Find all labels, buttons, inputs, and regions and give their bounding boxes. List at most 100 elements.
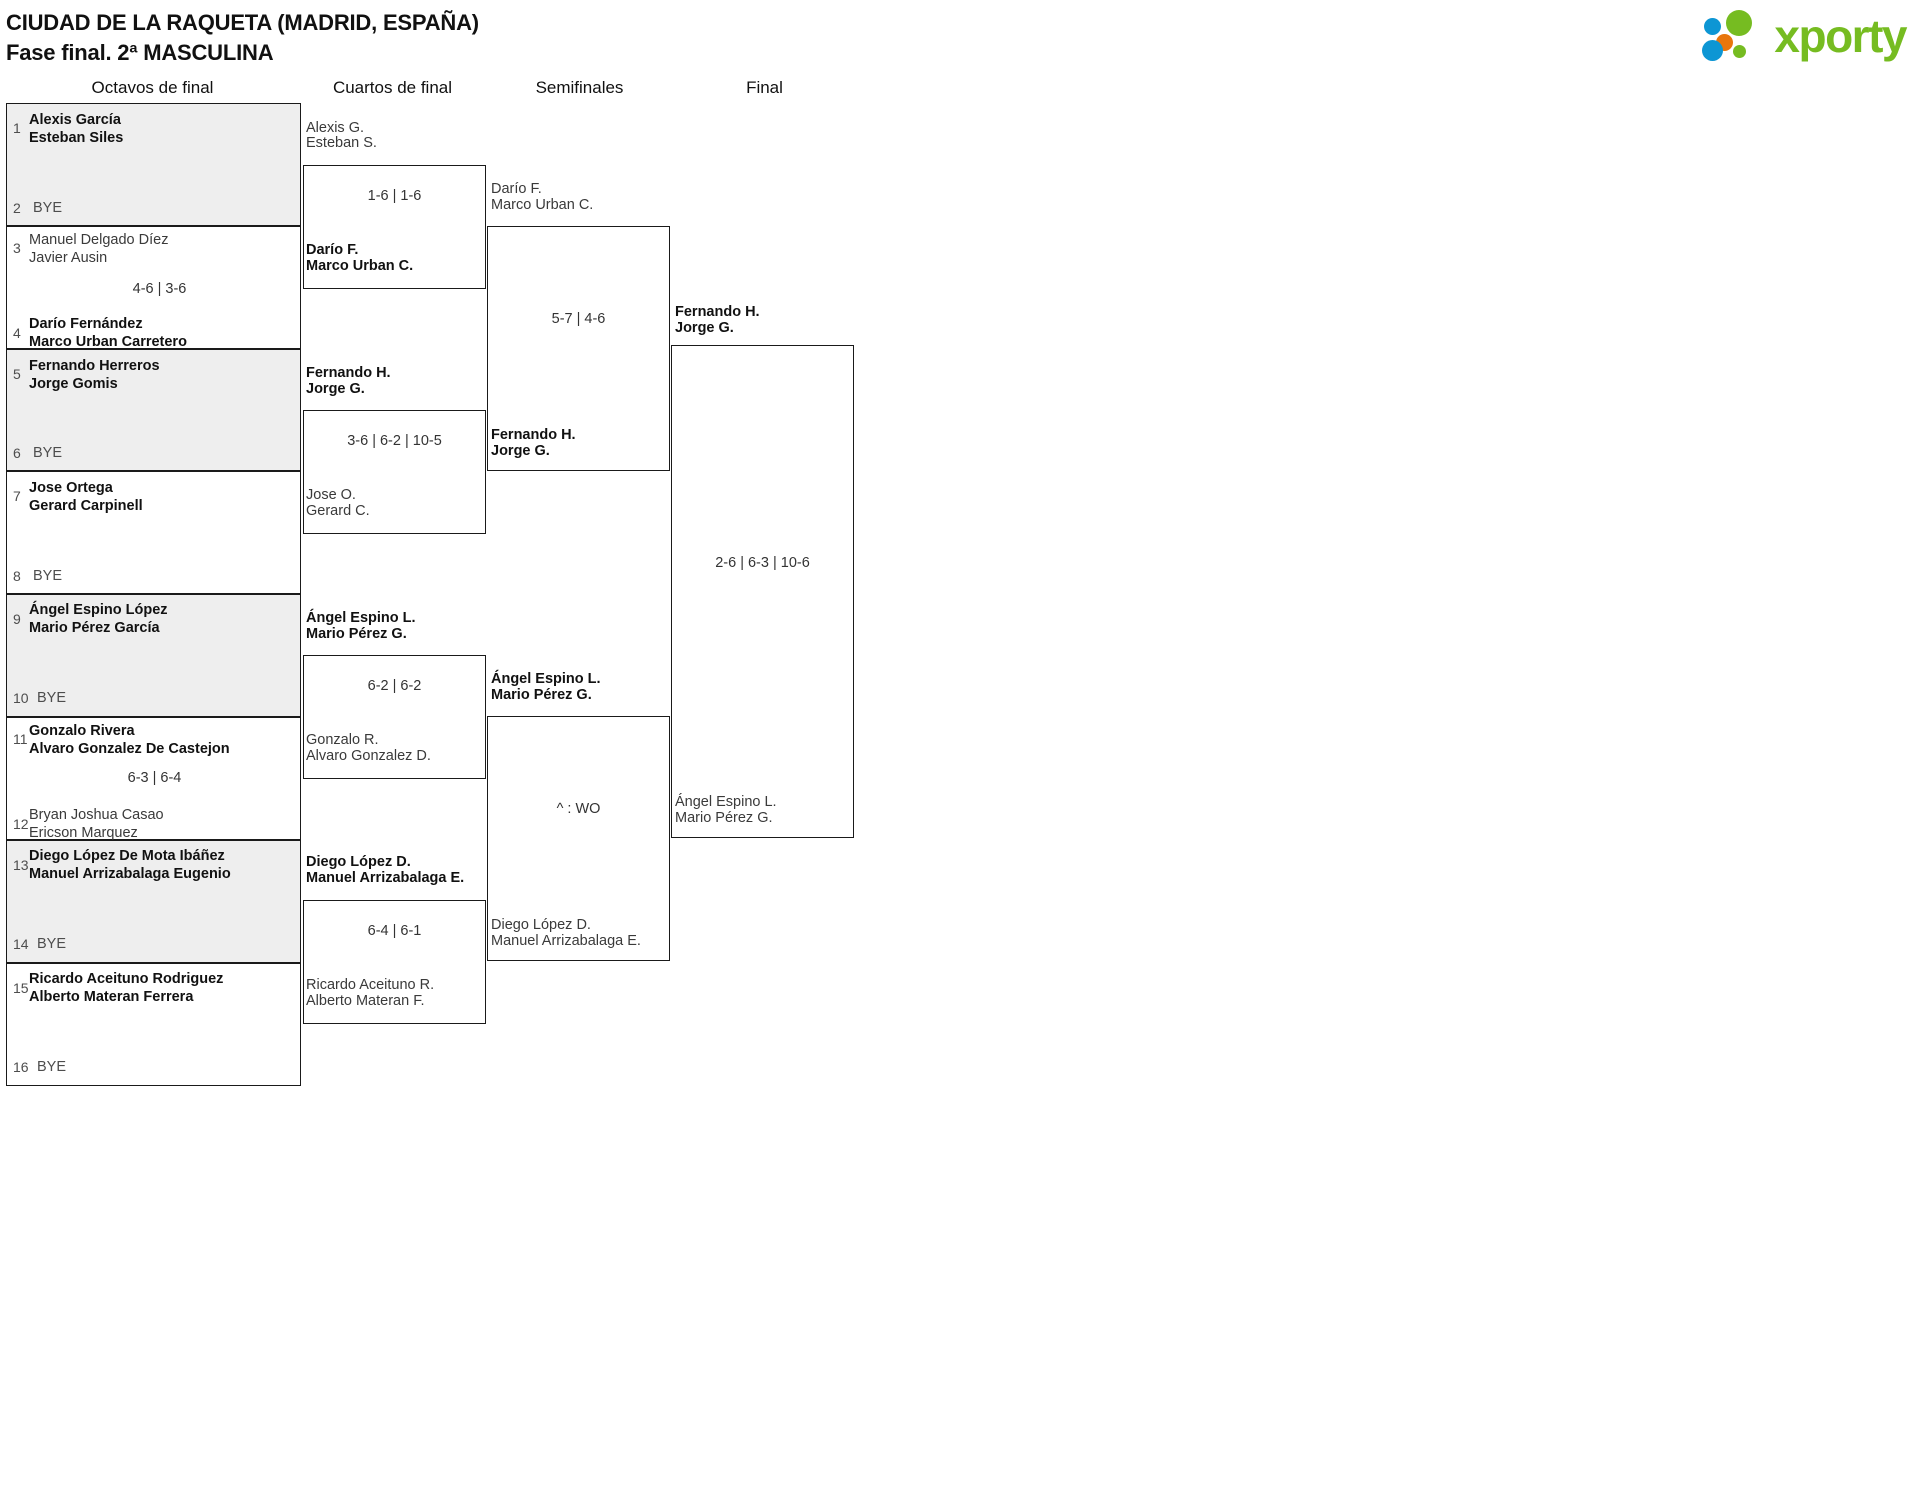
seed-team-line2: Mario Pérez García <box>29 620 160 636</box>
seed-number: 2 <box>13 200 21 216</box>
seed-slot[interactable]: 15 Ricardo Aceituno Rodriguez Alberto Ma… <box>6 963 301 1086</box>
match-entrant-line1: Ángel Espino L. <box>675 794 777 810</box>
match-entrant-line1: Darío F. <box>306 242 359 258</box>
tournament-name: CIUDAD DE LA RAQUETA (MADRID, ESPAÑA) <box>6 10 479 35</box>
bye-label: BYE <box>33 200 63 216</box>
seed-number: 7 <box>13 488 21 504</box>
seed-team-line2: Marco Urban Carretero <box>29 334 187 350</box>
match-entrant-line2: Gerard C. <box>306 503 370 519</box>
seed-team-line1: Jose Ortega <box>29 480 113 496</box>
bye-label: BYE <box>33 445 63 461</box>
match-entrant-line2: Jorge G. <box>491 443 550 459</box>
match-entrant-line2: Marco Urban C. <box>306 258 414 274</box>
match-entrant-line2: Alvaro Gonzalez D. <box>306 748 431 764</box>
match-score: 3-6 | 6-2 | 10-5 <box>347 433 442 449</box>
match-box[interactable] <box>303 165 486 289</box>
bye-label: BYE <box>37 936 67 952</box>
match-entrant-line1: Ricardo Aceituno R. <box>306 977 435 993</box>
seed-number: 15 <box>13 980 29 996</box>
match-entrant-line2: Manuel Arrizabalaga E. <box>491 933 641 949</box>
match-entrant-line2: Jorge G. <box>675 320 734 336</box>
seed-team-line1: Gonzalo Rivera <box>29 723 135 739</box>
match-entrant-line1: Gonzalo R. <box>306 732 379 748</box>
match-entrant-line1: Diego López D. <box>306 854 411 870</box>
xporty-logo[interactable]: xporty <box>1702 8 1907 64</box>
match-score: 2-6 | 6-3 | 10-6 <box>715 555 810 571</box>
seed-team-line2: Jorge Gomis <box>29 376 118 392</box>
seed-number: 6 <box>13 445 21 461</box>
seed-number: 12 <box>13 816 29 832</box>
seed-number: 9 <box>13 611 21 627</box>
seed-number: 16 <box>13 1059 29 1075</box>
match-entrant-line2: Mario Pérez G. <box>675 810 773 826</box>
match-entrant-line1: Fernando H. <box>491 427 576 443</box>
match-entrant-line2: Alberto Materan F. <box>306 993 425 1009</box>
seed-team-line2: Alvaro Gonzalez De Castejon <box>29 741 230 757</box>
seed-team-line2: Alberto Materan Ferrera <box>29 989 194 1005</box>
round-header-octavos: Octavos de final <box>91 78 214 97</box>
match-entrant-line1: Fernando H. <box>306 365 391 381</box>
match-entrant-line1: Alexis G. <box>306 120 365 136</box>
match-entrant-line2: Esteban S. <box>306 135 377 151</box>
seed-team-line1: Ángel Espino López <box>29 602 168 618</box>
page-title: CIUDAD DE LA RAQUETA (MADRID, ESPAÑA) Fa… <box>6 8 479 68</box>
seed-number: 4 <box>13 325 21 341</box>
match-entrant-line2: Mario Pérez G. <box>491 687 592 703</box>
match-entrant-line2: Mario Pérez G. <box>306 626 407 642</box>
seed-number: 11 <box>13 731 28 747</box>
seed-number: 5 <box>13 366 21 382</box>
bye-label: BYE <box>33 568 63 584</box>
seed-number: 8 <box>13 568 21 584</box>
match-box[interactable] <box>303 655 486 779</box>
match-box[interactable] <box>487 716 670 961</box>
seed-team-line1: Bryan Joshua Casao <box>29 807 164 823</box>
match-entrant-line1: Ángel Espino L. <box>306 610 416 626</box>
logo-dots-icon <box>1702 8 1772 64</box>
seed-team-line2: Javier Ausin <box>29 250 108 266</box>
seed-number: 3 <box>13 240 21 256</box>
match-box[interactable] <box>303 410 486 534</box>
match-entrant-line1: Jose O. <box>306 487 356 503</box>
seed-team-line1: Darío Fernández <box>29 316 143 332</box>
seed-team-line2: Ericson Marquez <box>29 825 138 841</box>
seed-slot[interactable]: 3 Manuel Delgado Díez Javier Ausin 4-6 |… <box>6 226 301 350</box>
tournament-phase: Fase final. 2ª MASCULINA <box>6 40 274 65</box>
seed-slot[interactable]: 13 Diego López De Mota Ibáñez Manuel Arr… <box>6 840 301 963</box>
match-score: 5-7 | 4-6 <box>551 311 606 327</box>
seed-number: 14 <box>13 936 29 952</box>
seed-number: 1 <box>13 120 21 136</box>
round-header-final: Final <box>746 78 783 97</box>
match-entrant-line1: Darío F. <box>491 181 542 197</box>
seed-team-line2: Esteban Siles <box>29 130 124 146</box>
seed-team-line1: Fernando Herreros <box>29 358 160 374</box>
seed-team-line2: Manuel Arrizabalaga Eugenio <box>29 866 231 882</box>
bye-label: BYE <box>37 690 67 706</box>
seed-number: 10 <box>13 690 29 706</box>
seed-team-line2: Gerard Carpinell <box>29 498 143 514</box>
match-score: 4-6 | 3-6 <box>132 281 187 297</box>
match-box[interactable] <box>487 226 670 471</box>
match-score: 1-6 | 1-6 <box>367 188 422 204</box>
match-score: ^ : WO <box>556 801 601 817</box>
match-entrant-line2: Marco Urban C. <box>491 197 594 213</box>
match-score: 6-2 | 6-2 <box>367 678 422 694</box>
round-header-cuartos: Cuartos de final <box>332 78 453 97</box>
seed-slot[interactable]: 7 Jose Ortega Gerard Carpinell 8 BYE <box>6 471 301 594</box>
match-entrant-line2: Jorge G. <box>306 381 365 397</box>
match-entrant-line1: Diego López D. <box>491 917 591 933</box>
match-box[interactable] <box>671 345 854 838</box>
seed-slot[interactable]: 1 Alexis García Esteban Siles 2 BYE <box>6 103 301 226</box>
match-box[interactable] <box>303 900 486 1024</box>
match-score: 6-4 | 6-1 <box>367 923 422 939</box>
match-entrant-line1: Ángel Espino L. <box>491 671 601 687</box>
seed-slot[interactable]: 9 Ángel Espino López Mario Pérez García … <box>6 594 301 717</box>
seed-team-line1: Ricardo Aceituno Rodriguez <box>29 971 224 987</box>
seed-slot[interactable]: 5 Fernando Herreros Jorge Gomis 6 BYE <box>6 349 301 471</box>
seed-team-line1: Manuel Delgado Díez <box>29 232 169 248</box>
round-header-semis: Semifinales <box>535 78 624 97</box>
match-entrant-line1: Fernando H. <box>675 304 760 320</box>
seed-team-line1: Alexis García <box>29 112 121 128</box>
seed-slot[interactable]: 11 Gonzalo Rivera Alvaro Gonzalez De Cas… <box>6 717 301 841</box>
logo-wordmark: xporty <box>1774 10 1907 62</box>
